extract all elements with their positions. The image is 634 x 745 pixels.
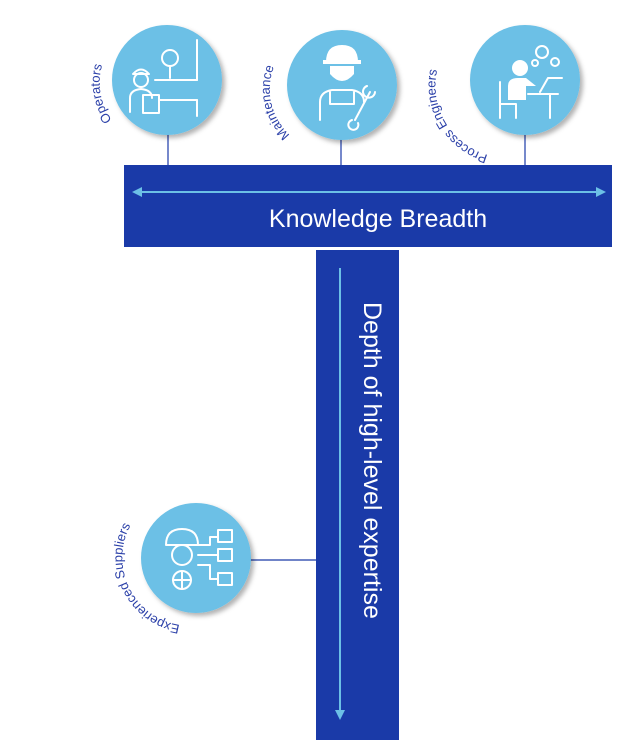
depth-label: Depth of high-level expertise (358, 302, 386, 619)
operators-label: Operators (88, 62, 115, 127)
breadth-arrow (132, 187, 606, 197)
experienced-suppliers-node: Experienced Suppliers (110, 503, 251, 637)
svg-text:Maintenance: Maintenance (258, 63, 292, 143)
operator-icon (129, 39, 198, 117)
knowledge-breadth-bar (124, 165, 612, 247)
maintenance-label: Maintenance (258, 63, 292, 143)
depth-arrow (335, 268, 345, 720)
svg-text:Operators: Operators (88, 62, 115, 127)
maintenance-worker-icon (319, 45, 376, 131)
supplier-network-icon (165, 528, 233, 590)
maintenance-node: Maintenance (258, 30, 397, 143)
operators-node: Operators (88, 25, 222, 135)
maintenance-circle (287, 30, 397, 140)
knowledge-breadth-label: Knowledge Breadth (269, 205, 487, 233)
experienced-suppliers-circle (141, 503, 251, 613)
process-engineers-node: Process Engineers (423, 25, 580, 166)
depth-bar (316, 250, 399, 740)
connector-lines (167, 134, 526, 561)
engineer-at-desk-icon (499, 45, 563, 119)
